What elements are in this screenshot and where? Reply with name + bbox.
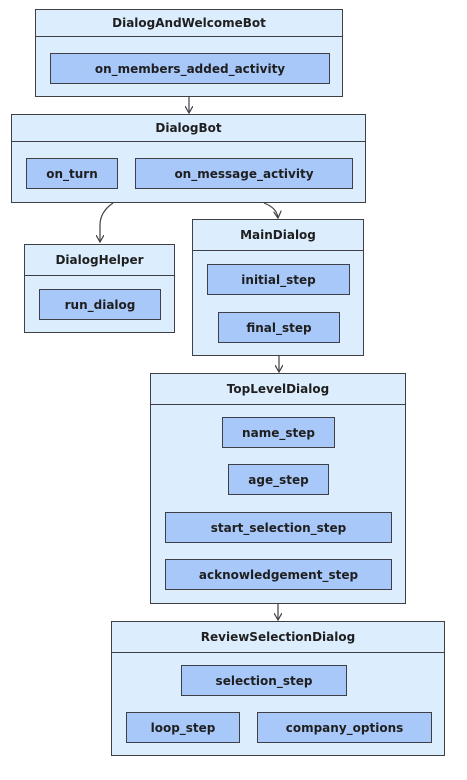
container-title: DialogHelper [25, 245, 174, 276]
node-on-turn[interactable]: on_turn [26, 158, 118, 189]
node-final-step[interactable]: final_step [218, 312, 340, 343]
node-initial-step[interactable]: initial_step [207, 264, 350, 295]
container-title: DialogAndWelcomeBot [36, 10, 342, 37]
node-selection-step[interactable]: selection_step [181, 665, 347, 696]
node-company-options[interactable]: company_options [257, 712, 432, 743]
node-name-step[interactable]: name_step [222, 417, 335, 448]
node-loop-step[interactable]: loop_step [126, 712, 240, 743]
container-dialog-bot: DialogBot on_turn on_message_activity [11, 114, 366, 203]
node-on-message-activity[interactable]: on_message_activity [135, 158, 353, 189]
node-start-selection-step[interactable]: start_selection_step [165, 512, 392, 543]
container-title: TopLevelDialog [151, 374, 405, 405]
container-title: DialogBot [12, 115, 365, 142]
container-review-selection-dialog: ReviewSelectionDialog selection_step loo… [111, 621, 445, 756]
container-dialog-and-welcome-bot: DialogAndWelcomeBot on_members_added_act… [35, 9, 343, 97]
node-acknowledgement-step[interactable]: acknowledgement_step [165, 559, 392, 590]
edge-dialogbot-to-dialoghelper [100, 202, 114, 242]
container-top-level-dialog: TopLevelDialog name_step age_step start_… [150, 373, 406, 604]
node-run-dialog[interactable]: run_dialog [39, 289, 161, 320]
container-main-dialog: MainDialog initial_step final_step [192, 219, 364, 356]
node-on-members-added-activity[interactable]: on_members_added_activity [50, 53, 330, 84]
container-dialog-helper: DialogHelper run_dialog [24, 244, 175, 333]
container-title: MainDialog [193, 220, 363, 251]
edge-dialogbot-to-maindialog [263, 202, 278, 218]
node-age-step[interactable]: age_step [228, 464, 329, 495]
container-title: ReviewSelectionDialog [112, 622, 444, 653]
